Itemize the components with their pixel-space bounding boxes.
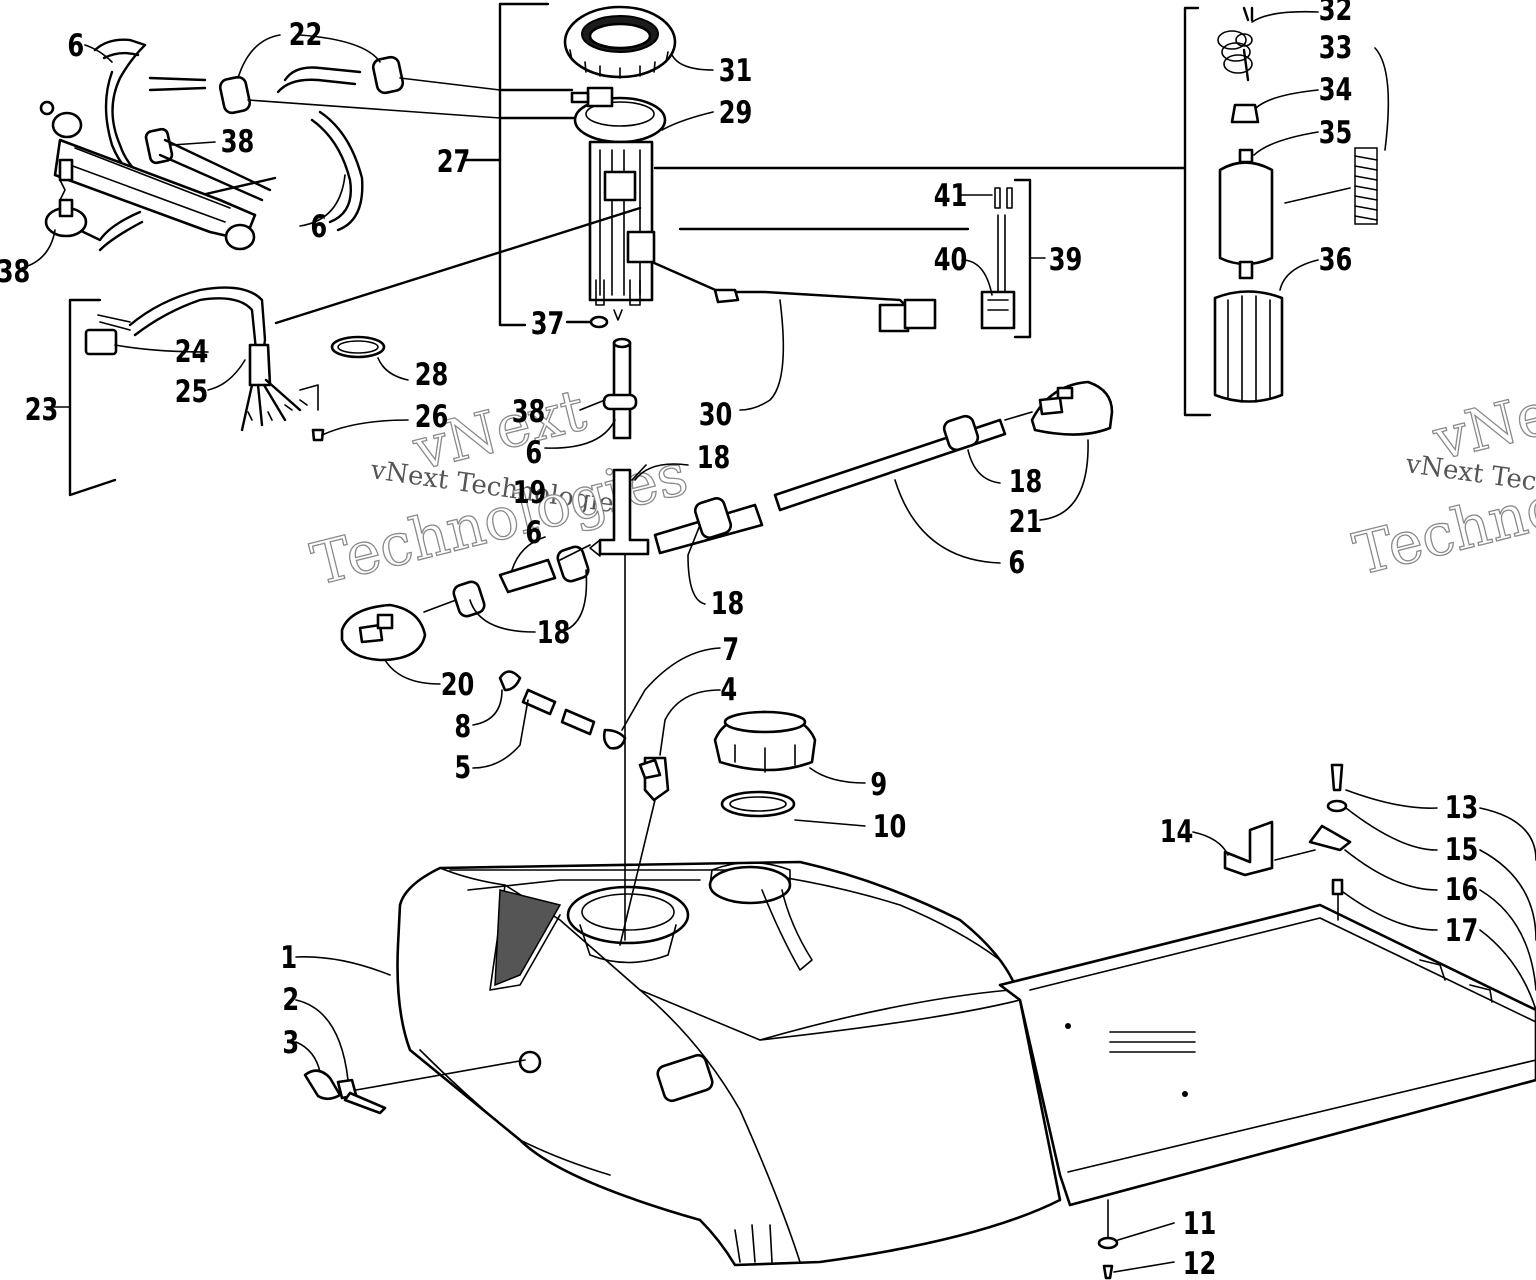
callout-3: 3	[282, 1024, 299, 1061]
callout-5: 5	[454, 749, 471, 786]
fuel-rail-assembly	[39, 38, 501, 252]
callout-4: 4	[720, 671, 737, 708]
mounting-hardware	[303, 763, 1352, 1280]
callout-39: 39	[1049, 241, 1083, 278]
callout-14: 14	[1160, 813, 1194, 850]
callout-15: 15	[1445, 831, 1479, 868]
callout-12: 12	[1183, 1245, 1217, 1280]
callout-25: 25	[175, 373, 209, 410]
callout-37: 37	[531, 305, 565, 342]
callout-6-hose-mid: 6	[310, 208, 327, 245]
callout-38-rail: 38	[221, 123, 255, 160]
callout-20: 20	[441, 666, 475, 703]
callout-13: 13	[1445, 789, 1479, 826]
watermark-right: vNext vNext Technologies Technologies	[1346, 365, 1536, 589]
pump-internals	[1183, 6, 1378, 417]
callout-31: 31	[719, 52, 753, 89]
callout-38-tube: 38	[512, 393, 546, 430]
callout-32: 32	[1319, 0, 1353, 28]
fuel-tank	[396, 860, 1062, 1267]
callout-41: 41	[934, 177, 968, 214]
fuel-pump-module	[274, 2, 1187, 411]
filler-cap-assembly	[713, 710, 817, 818]
callout-6-hose-top: 6	[67, 27, 84, 64]
callout-6-tube: 6	[525, 434, 542, 471]
callout-23: 23	[25, 391, 59, 428]
wiring-harness	[44, 286, 386, 497]
callout-6-hose-right: 6	[1008, 544, 1025, 581]
callout-7: 7	[722, 631, 739, 668]
callout-9: 9	[870, 766, 887, 803]
callout-2: 2	[282, 981, 299, 1018]
callout-38-edge: 38	[0, 253, 30, 290]
callout-16: 16	[1445, 871, 1479, 908]
callout-36: 36	[1319, 241, 1353, 278]
callout-6-hose-left: 6	[525, 514, 542, 551]
callout-26: 26	[415, 398, 449, 435]
callout-10: 10	[873, 808, 907, 845]
callout-leaders	[21, 10, 1536, 1273]
callout-19: 19	[513, 474, 547, 511]
callout-21: 21	[1009, 503, 1043, 540]
watermark-left: vNext vNext Technologies Technologies	[304, 375, 694, 599]
callout-11: 11	[1183, 1205, 1217, 1242]
callout-17: 17	[1445, 912, 1479, 949]
callout-22: 22	[289, 16, 323, 53]
fuel-sender	[980, 178, 1046, 339]
callout-30: 30	[699, 396, 733, 433]
callout-34: 34	[1319, 71, 1353, 108]
callout-35: 35	[1319, 114, 1353, 151]
callout-24: 24	[175, 333, 209, 370]
callout-29: 29	[719, 94, 753, 131]
callout-18-right: 18	[1009, 463, 1043, 500]
callout-28: 28	[415, 356, 449, 393]
callout-27: 27	[437, 143, 471, 180]
callout-18-left: 18	[537, 614, 571, 651]
tank-tray	[998, 903, 1536, 1207]
fuel-hose-assembly	[340, 337, 1114, 941]
callout-18-center: 18	[711, 585, 745, 622]
callout-8: 8	[454, 708, 471, 745]
callout-18-tee: 18	[697, 439, 731, 476]
callout-1: 1	[280, 939, 297, 976]
callout-numbers: 1 2 3 4 5 6 6 6 6 6 7 8 9 10 11 12 13 14…	[0, 0, 1478, 1280]
callout-33: 33	[1319, 29, 1353, 66]
vent-hose-parts	[498, 670, 670, 946]
callout-40: 40	[934, 241, 968, 278]
